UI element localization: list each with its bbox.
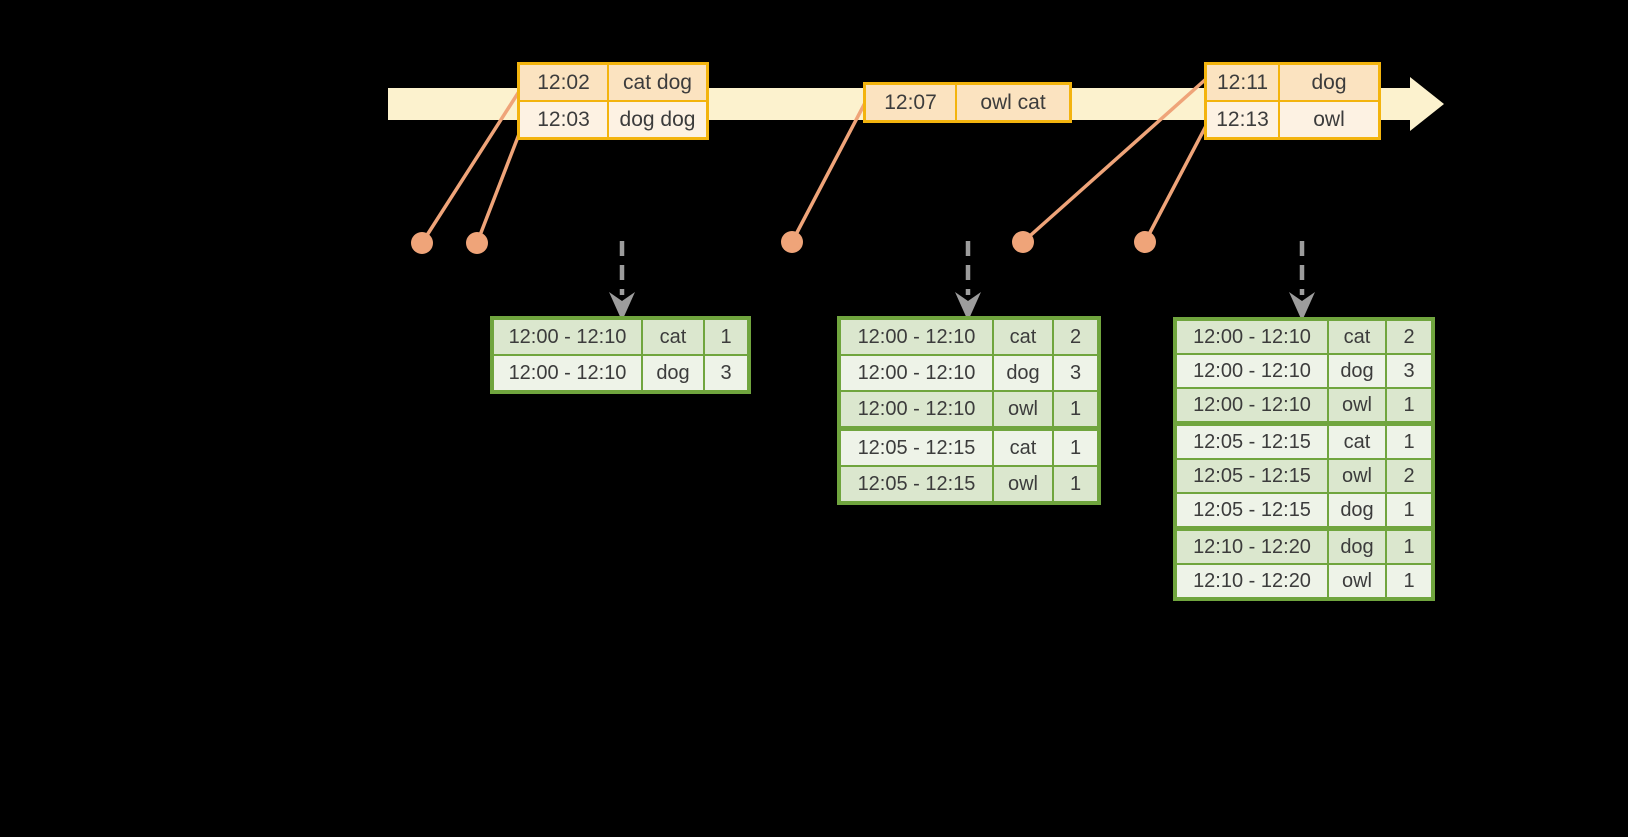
trigger-arrow-1-head-icon — [609, 292, 635, 321]
result-row: 12:05 - 12:15 owl 2 — [1174, 458, 1434, 494]
event-table-1: 12:02 cat dog 12:03 dog dog — [517, 62, 709, 140]
word-cell: dog — [641, 354, 705, 393]
event-dot-1202 — [411, 232, 433, 254]
count-cell: 1 — [1052, 390, 1100, 430]
count-cell: 1 — [1385, 387, 1434, 425]
event-time-cell: 12:11 — [1204, 62, 1280, 102]
word-cell: owl — [992, 390, 1054, 430]
result-row: 12:00 - 12:10 dog 3 — [838, 354, 1100, 392]
count-cell: 1 — [703, 317, 750, 356]
result-row: 12:00 - 12:10 dog 3 — [491, 354, 750, 393]
event-words-cell: cat dog — [607, 62, 709, 102]
word-cell: owl — [1327, 387, 1387, 425]
count-cell: 3 — [1052, 354, 1100, 392]
word-cell: owl — [1327, 563, 1387, 600]
result-table-2: 12:00 - 12:10 cat 2 12:00 - 12:10 dog 3 … — [837, 316, 1101, 505]
window-cell: 12:00 - 12:10 — [838, 390, 994, 430]
event-words-cell: dog dog — [607, 100, 709, 140]
event-table-3: 12:11 dog 12:13 owl — [1204, 62, 1381, 140]
result-row: 12:10 - 12:20 dog 1 — [1174, 526, 1434, 565]
window-cell: 12:00 - 12:10 — [1174, 318, 1329, 355]
event-time-cell: 12:13 — [1204, 100, 1280, 140]
count-cell: 2 — [1385, 458, 1434, 494]
window-cell: 12:05 - 12:15 — [838, 465, 994, 504]
result-row: 12:00 - 12:10 owl 1 — [1174, 387, 1434, 425]
event-line-1213 — [1143, 123, 1209, 243]
event-line-1202 — [420, 89, 522, 244]
event-time-cell: 12:03 — [517, 100, 609, 140]
window-cell: 12:00 - 12:10 — [1174, 387, 1329, 425]
event-words-cell: owl cat — [955, 82, 1072, 123]
window-cell: 12:00 - 12:10 — [838, 354, 994, 392]
window-cell: 12:10 - 12:20 — [1174, 563, 1329, 600]
word-cell: dog — [992, 354, 1054, 392]
window-cell: 12:05 - 12:15 — [1174, 421, 1329, 460]
word-cell: cat — [1327, 421, 1387, 460]
word-cell: cat — [992, 426, 1054, 467]
timeline-arrowhead-icon — [1410, 77, 1444, 131]
event-table-2: 12:07 owl cat — [863, 82, 1072, 123]
trigger-arrow-2-head-icon — [955, 292, 981, 321]
event-dot-1211 — [1012, 231, 1034, 253]
result-table-3: 12:00 - 12:10 cat 2 12:00 - 12:10 dog 3 … — [1173, 317, 1435, 601]
event-row: 12:03 dog dog — [517, 100, 709, 140]
count-cell: 2 — [1052, 317, 1100, 356]
window-cell: 12:05 - 12:15 — [838, 426, 994, 467]
word-cell: owl — [1327, 458, 1387, 494]
word-cell: owl — [992, 465, 1054, 504]
count-cell: 3 — [1385, 353, 1434, 389]
event-row: 12:13 owl — [1204, 100, 1381, 140]
word-cell: cat — [641, 317, 705, 356]
event-dot-1207 — [781, 231, 803, 253]
result-row: 12:05 - 12:15 cat 1 — [838, 426, 1100, 467]
window-cell: 12:05 - 12:15 — [1174, 492, 1329, 530]
window-cell: 12:05 - 12:15 — [1174, 458, 1329, 494]
result-row: 12:00 - 12:10 cat 2 — [1174, 318, 1434, 355]
event-words-cell: dog — [1278, 62, 1381, 102]
window-cell: 12:00 - 12:10 — [491, 317, 643, 356]
result-row: 12:05 - 12:15 owl 1 — [838, 465, 1100, 504]
trigger-arrow-3-head-icon — [1289, 292, 1315, 321]
event-row: 12:11 dog — [1204, 62, 1381, 102]
count-cell: 1 — [1385, 421, 1434, 460]
word-cell: cat — [1327, 318, 1387, 355]
count-cell: 1 — [1385, 563, 1434, 600]
event-dot-1203 — [466, 232, 488, 254]
count-cell: 1 — [1385, 526, 1434, 565]
word-cell: dog — [1327, 526, 1387, 565]
result-row: 12:00 - 12:10 cat 1 — [491, 317, 750, 356]
result-row: 12:05 - 12:15 cat 1 — [1174, 421, 1434, 460]
event-time-cell: 12:07 — [863, 82, 957, 123]
event-line-1211 — [1021, 77, 1208, 244]
result-row: 12:00 - 12:10 owl 1 — [838, 390, 1100, 430]
result-row: 12:00 - 12:10 dog 3 — [1174, 353, 1434, 389]
event-dot-1213 — [1134, 231, 1156, 253]
window-cell: 12:10 - 12:20 — [1174, 526, 1329, 565]
count-cell: 1 — [1052, 465, 1100, 504]
window-cell: 12:00 - 12:10 — [1174, 353, 1329, 389]
event-row: 12:02 cat dog — [517, 62, 709, 102]
window-cell: 12:00 - 12:10 — [838, 317, 994, 356]
event-words-cell: owl — [1278, 100, 1381, 140]
window-cell: 12:00 - 12:10 — [491, 354, 643, 393]
count-cell: 1 — [1052, 426, 1100, 467]
result-row: 12:05 - 12:15 dog 1 — [1174, 492, 1434, 530]
count-cell: 1 — [1385, 492, 1434, 530]
word-cell: dog — [1327, 492, 1387, 530]
event-line-1203 — [475, 128, 523, 244]
result-row: 12:10 - 12:20 owl 1 — [1174, 563, 1434, 600]
result-row: 12:00 - 12:10 cat 2 — [838, 317, 1100, 356]
event-row: 12:07 owl cat — [863, 82, 1072, 123]
result-table-1: 12:00 - 12:10 cat 1 12:00 - 12:10 dog 3 — [490, 316, 751, 394]
event-line-1207 — [790, 100, 868, 243]
event-time-cell: 12:02 — [517, 62, 609, 102]
word-cell: dog — [1327, 353, 1387, 389]
word-cell: cat — [992, 317, 1054, 356]
count-cell: 3 — [703, 354, 750, 393]
count-cell: 2 — [1385, 318, 1434, 355]
